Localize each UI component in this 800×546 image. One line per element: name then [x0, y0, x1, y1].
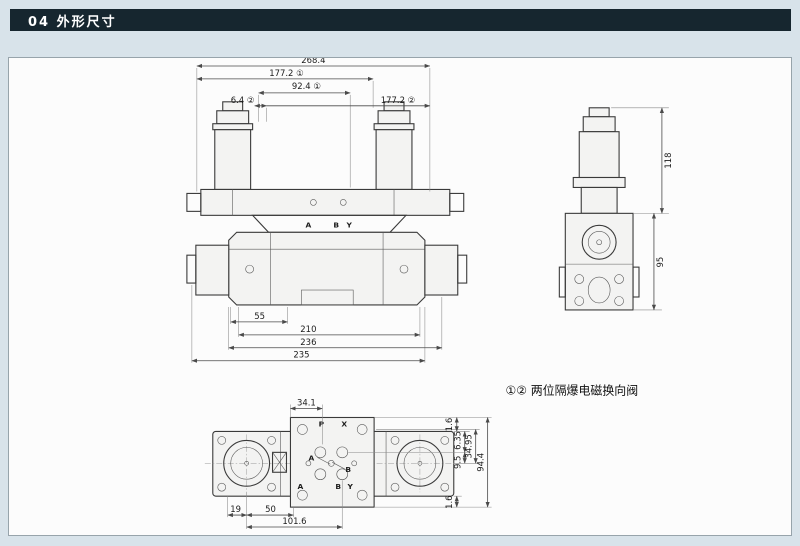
- dim-268-4: 268.4: [301, 58, 325, 65]
- dim-235: 235: [293, 350, 309, 360]
- left-solenoid-cap: [216, 110, 250, 125]
- dim-34-95: 34.95: [464, 434, 474, 458]
- left-solenoid-coil: [214, 129, 252, 190]
- bottom-port-x-label: X: [341, 419, 347, 428]
- side-left-tab: [558, 266, 566, 298]
- adapter-plate: [251, 214, 408, 233]
- side-flange: [572, 176, 626, 189]
- dim-6-4-2: 6.4 ②: [231, 95, 255, 105]
- side-cap: [582, 116, 616, 133]
- pilot-left-end: [186, 192, 202, 212]
- side-gland: [588, 107, 610, 118]
- bottom-view-drawing: P X A B Y A B: [204, 416, 462, 508]
- left-end-cap: [195, 244, 230, 296]
- bottom-port-b-label: B: [335, 482, 341, 491]
- bottom-center-b-label: B: [345, 465, 351, 474]
- bottom-center-a-label: A: [308, 453, 314, 462]
- left-solenoid-flange: [212, 123, 254, 131]
- right-end-nub: [457, 254, 468, 284]
- dim-177-2-1: 177.2 ①: [269, 68, 303, 78]
- bottom-port-y-label: Y: [347, 482, 354, 491]
- side-neck: [580, 186, 618, 214]
- right-end-cap: [424, 244, 459, 296]
- main-valve-body: [228, 231, 426, 306]
- bottom-port-a-label: A: [298, 482, 304, 491]
- front-port-b-label: B: [333, 220, 339, 229]
- dim-9-5: 9.5: [453, 456, 463, 469]
- dim-55: 55: [254, 311, 265, 321]
- side-body: [564, 212, 634, 311]
- bottom-view-dimensions: 34.1 1.6 6.35 9.5 34.95 94.4 1.6: [227, 398, 492, 530]
- dim-1-6-top: 1.6: [444, 418, 454, 431]
- dim-1-6-bottom: 1.6: [444, 495, 454, 508]
- front-port-a-label: A: [305, 220, 311, 229]
- bottom-port-p-label: P: [319, 419, 325, 428]
- right-solenoid-flange: [373, 123, 415, 131]
- section-title: 04 外形尺寸: [28, 14, 117, 30]
- technical-drawing-canvas: A B Y 268.4 177.2 ① 92.4 ① 6.4 ② 177.2 ②: [186, 58, 673, 530]
- left-boss: [223, 439, 271, 487]
- right-solenoid-coil: [375, 129, 413, 190]
- front-view-drawing: A B Y: [186, 101, 468, 306]
- content-panel: A B Y 268.4 177.2 ① 92.4 ① 6.4 ② 177.2 ②: [8, 57, 792, 536]
- dim-34-1: 34.1: [297, 398, 316, 408]
- front-view-dimensions: 268.4 177.2 ① 92.4 ① 6.4 ② 177.2 ② 55 21…: [191, 58, 443, 363]
- note-text: ①② 两位隔爆电磁换向阀: [506, 383, 639, 398]
- side-coil: [578, 131, 620, 179]
- dim-92-4-1: 92.4 ①: [292, 81, 321, 91]
- pilot-valve-body: [200, 188, 451, 216]
- dim-50: 50: [265, 504, 276, 514]
- front-port-y-label: Y: [346, 220, 353, 229]
- dim-101-6: 101.6: [282, 516, 306, 526]
- side-view-drawing: [558, 107, 640, 311]
- side-view-dimensions: 118 95: [611, 107, 673, 311]
- dim-94-4: 94.4: [476, 453, 486, 472]
- connector-box: [271, 451, 288, 473]
- right-solenoid-cap: [377, 110, 411, 125]
- side-right-tab: [632, 266, 640, 298]
- dim-6-35: 6.35: [453, 431, 463, 450]
- dim-236: 236: [300, 337, 316, 347]
- dim-210: 210: [300, 324, 316, 334]
- dim-95: 95: [655, 257, 665, 268]
- right-boss: [396, 439, 444, 487]
- section-header-bar: 04 外形尺寸: [10, 9, 791, 31]
- left-end-nub: [186, 254, 197, 284]
- dim-19: 19: [230, 504, 241, 514]
- dim-177-2-2: 177.2 ②: [381, 95, 415, 105]
- pilot-right-end: [449, 192, 465, 212]
- dim-118: 118: [663, 152, 673, 168]
